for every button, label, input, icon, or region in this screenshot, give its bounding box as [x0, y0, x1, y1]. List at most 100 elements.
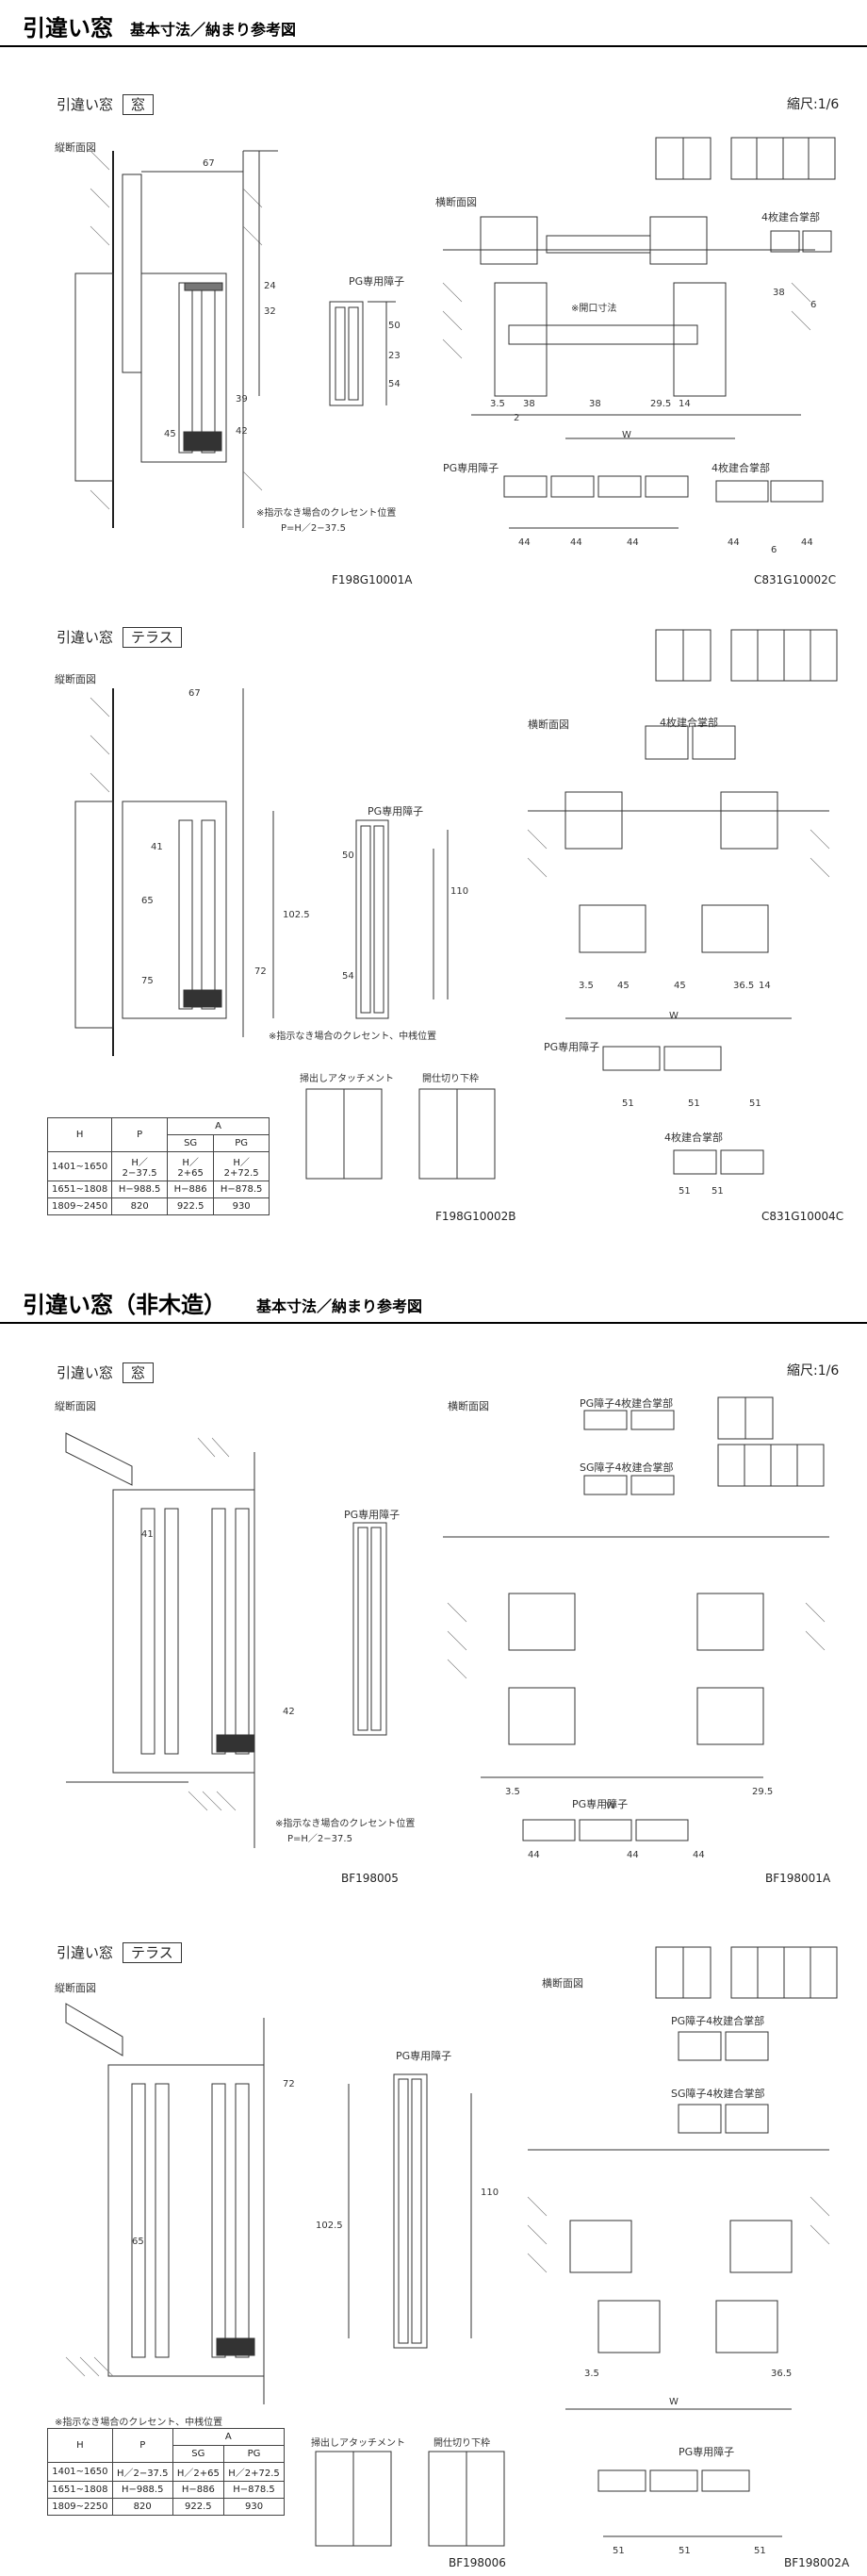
dim-label: 51	[679, 2546, 691, 2556]
block-name: 引違い窓	[57, 629, 114, 646]
cell: 1809~2450	[46, 1197, 113, 1215]
dim-label: 2	[514, 413, 520, 423]
horizontal-section-2	[527, 725, 830, 1019]
dim-label: 45	[674, 981, 686, 991]
dim-label: 72	[283, 2079, 295, 2089]
dim-label: 32	[264, 306, 276, 317]
dim-label: 3.5	[584, 2369, 599, 2379]
drawing-code: BF198005	[341, 1872, 399, 1885]
dim-label: 110	[481, 2188, 499, 2198]
th-p: P	[111, 1117, 169, 1152]
pg-label: PG専用障子	[349, 275, 405, 288]
dim-label: 75	[141, 976, 154, 986]
pg-sash-profile-3	[352, 1522, 387, 1736]
sg4-label: SG障子4枚建合掌部	[580, 1461, 674, 1474]
note-crescent: ※指示なき場合のクレセント位置	[256, 508, 397, 519]
attachment-details-4	[315, 2451, 505, 2547]
cell: 930	[213, 1197, 270, 1215]
dim-label: 54	[388, 379, 401, 389]
dim-label: 44	[528, 1850, 540, 1860]
block-type: テラス	[123, 1942, 182, 1963]
block-title: 引違い窓窓	[57, 1362, 155, 1383]
dim-label: 44	[627, 1850, 639, 1860]
drawing-code: C831G10002C	[754, 573, 837, 586]
dim-label: 6	[771, 545, 777, 555]
pg-label: PG専用障子	[344, 1509, 401, 1521]
pg-sash-profile-4	[393, 2073, 472, 2349]
pg-plan-3	[522, 1819, 689, 1841]
scale-label: 縮尺:1/6	[787, 1363, 840, 1379]
pg-sash-profile-1	[329, 301, 396, 406]
section-header: 引違い窓（非木造） 基本寸法／納まり参考図	[0, 1284, 867, 1324]
dim-label: 44	[801, 537, 813, 548]
pg-plan-2	[602, 1046, 764, 1175]
pg-label: PG専用障子	[396, 2050, 452, 2062]
pg4-label: PG障子4枚建合掌部	[671, 2015, 765, 2027]
dim-label: 3.5	[579, 981, 594, 991]
block-title: 引違い窓テラス	[57, 1942, 182, 1963]
th-h: H	[47, 2428, 113, 2463]
dim-label: 29.5	[752, 1787, 774, 1797]
drawing-code: BF198001A	[765, 1872, 831, 1885]
note-crescent: ※指示なき場合のクレセント、中桟位置	[55, 2418, 223, 2428]
horizontal-section-3	[443, 1410, 829, 1778]
dim-label: 45	[164, 429, 176, 439]
elevation-thumbs	[655, 1946, 838, 1999]
attachment-details-2	[305, 1088, 496, 1180]
dim-label: 38	[523, 399, 535, 409]
pg-label-2: PG専用障子	[443, 462, 499, 474]
hsec-label: 横断面図	[448, 1400, 489, 1412]
vsec-label: 縦断面図	[55, 673, 96, 685]
dim-label: 72	[254, 966, 267, 977]
vertical-section-2	[74, 688, 274, 1056]
elevation-thumbs	[655, 137, 836, 180]
dim-label: 14	[759, 981, 771, 991]
pg-plan-4	[597, 2469, 782, 2537]
cell: H／2−37.5	[111, 1151, 169, 1181]
cell: 922.5	[172, 2498, 225, 2516]
drawing-code: F198G10001A	[332, 573, 413, 586]
attach-label: 掃出しアタッチメント	[300, 1074, 394, 1084]
dim-label: 102.5	[283, 910, 310, 920]
dim-label: 51	[712, 1186, 724, 1197]
sill-label: 開仕切り下枠	[434, 2438, 490, 2449]
dim-label: 44	[570, 537, 582, 548]
horizontal-section-1	[442, 216, 815, 439]
drawing-code: F198G10002B	[435, 1210, 516, 1223]
th-p: P	[111, 2428, 173, 2463]
dim-label: 67	[188, 688, 201, 699]
dim-label: 38	[589, 399, 601, 409]
sill-label: 開仕切り下枠	[422, 1074, 479, 1084]
four-label-2: 4枚建合掌部	[712, 462, 770, 474]
vsec-label: 縦断面図	[55, 1982, 96, 1994]
dim-label: 51	[688, 1098, 700, 1109]
pg-label-2: PG専用障子	[679, 2446, 735, 2458]
dim-label: 44	[518, 537, 531, 548]
dim-label: 24	[264, 281, 276, 291]
pg-sash-profile-2	[355, 819, 449, 1019]
dim-label: 51	[749, 1098, 761, 1109]
dim-label: 44	[728, 537, 740, 548]
dim-label: 3.5	[490, 399, 505, 409]
section-header: 引違い窓 基本寸法／納まり参考図	[0, 8, 867, 47]
dim-label: 38	[773, 288, 785, 298]
note-p: P=H／2−37.5	[287, 1834, 352, 1844]
note-crescent: ※指示なき場合のクレセント位置	[275, 1819, 416, 1829]
dim-label: 45	[617, 981, 630, 991]
cell: 930	[223, 2498, 285, 2516]
elevation-thumbs	[717, 1396, 825, 1487]
vsec-label: 縦断面図	[55, 1400, 96, 1412]
open-label: ※開口寸法	[571, 304, 617, 314]
dim-label: 44	[627, 537, 639, 548]
four-label-2: 4枚建合掌部	[664, 1131, 723, 1144]
th-pg: PG	[213, 1134, 270, 1152]
vertical-section-1	[74, 150, 278, 528]
cell: 1809~2250	[47, 2498, 113, 2516]
dim-label: W	[669, 2397, 679, 2407]
block-name: 引違い窓	[57, 96, 114, 113]
four-joint-1	[715, 230, 832, 503]
